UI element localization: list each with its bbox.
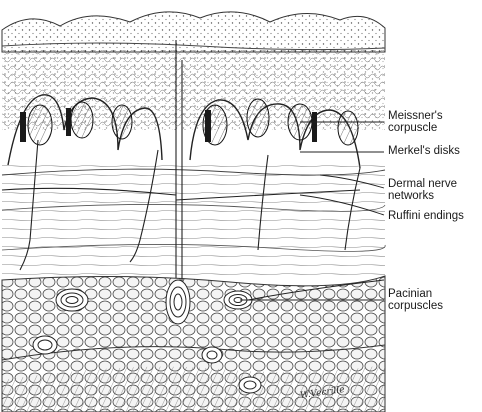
label-meissners-line2: corpuscle bbox=[388, 122, 443, 134]
dermis-layer bbox=[2, 160, 385, 280]
label-pacinian-line2: corpuscles bbox=[388, 300, 443, 312]
stratum-corneum bbox=[2, 12, 385, 52]
label-pacinian-line1: Pacinian bbox=[388, 288, 443, 300]
label-dermal-nerve-networks: Dermal nerve networks bbox=[388, 178, 457, 202]
label-ruffini-endings: Ruffini endings bbox=[388, 210, 464, 222]
epidermis-layer bbox=[2, 50, 385, 130]
label-meissners-line1: Meissner's bbox=[388, 110, 443, 122]
label-pacinian-corpuscles: Pacinian corpuscles bbox=[388, 288, 443, 312]
label-dermal-line1: Dermal nerve bbox=[388, 178, 457, 190]
label-merkels-disks: Merkel's disks bbox=[388, 145, 460, 157]
label-dermal-line2: networks bbox=[388, 190, 457, 202]
label-meissners-corpuscle: Meissner's corpuscle bbox=[388, 110, 443, 134]
